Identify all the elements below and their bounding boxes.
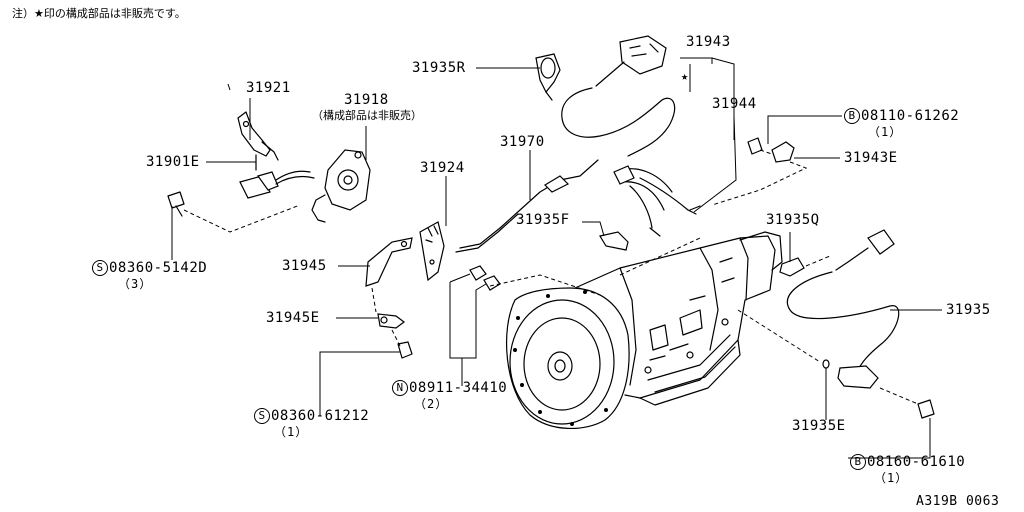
leader-lines xyxy=(171,57,942,459)
bolt-08160-61610-qty: （1） xyxy=(874,471,909,485)
part-31924-label: 31924 xyxy=(420,160,465,176)
part-31918-label: 31918 xyxy=(344,92,389,108)
part-31935E-label: 31935E xyxy=(792,418,846,434)
not-sold-star: ★ xyxy=(681,69,689,83)
nut-08911-34410-qty: （2） xyxy=(414,397,449,411)
part-31943-label: 31943 xyxy=(686,34,731,50)
sensor-group xyxy=(711,137,935,419)
part-31935-label: 31935 xyxy=(946,302,991,318)
b-prefix-mark: B xyxy=(850,454,866,470)
bolt-08110-61262-qty: （1） xyxy=(868,125,903,139)
part-31945E-label: 31945E xyxy=(266,310,320,326)
figure-code: A319B 0063 xyxy=(916,494,1000,509)
part-31970-label: 31970 xyxy=(500,134,545,150)
transmission-assembly xyxy=(506,231,783,429)
part-31918-note: （構成部品は非販売） xyxy=(312,109,422,122)
part-31935Q-label: 31935Q xyxy=(766,212,820,228)
wire-harness-group xyxy=(535,35,701,237)
bracket-group xyxy=(365,221,445,359)
part-31935R-label: 31935R xyxy=(412,60,466,76)
inhibitor-switch-group xyxy=(167,111,371,233)
speedometer-cable-group xyxy=(455,159,701,296)
part-31944-label: 31944 xyxy=(712,96,757,112)
screw-08360-5142D-qty: （3） xyxy=(118,277,153,291)
s-prefix-mark: S xyxy=(92,260,108,276)
part-31921-label: 31921 xyxy=(246,80,291,96)
n-prefix-mark: N xyxy=(392,380,408,396)
not-sold-note: 注）★印の構成部品は非販売です。 xyxy=(12,7,186,20)
s-prefix-mark: S xyxy=(254,408,270,424)
part-31935F-label: 31935F xyxy=(516,212,570,228)
part-31901E-label: 31901E xyxy=(146,154,200,170)
part-31943E-label: 31943E xyxy=(844,150,898,166)
part-31945-label: 31945 xyxy=(282,258,327,274)
b-prefix-mark: B xyxy=(844,108,860,124)
screw-08360-61212-qty: （1） xyxy=(274,425,309,439)
